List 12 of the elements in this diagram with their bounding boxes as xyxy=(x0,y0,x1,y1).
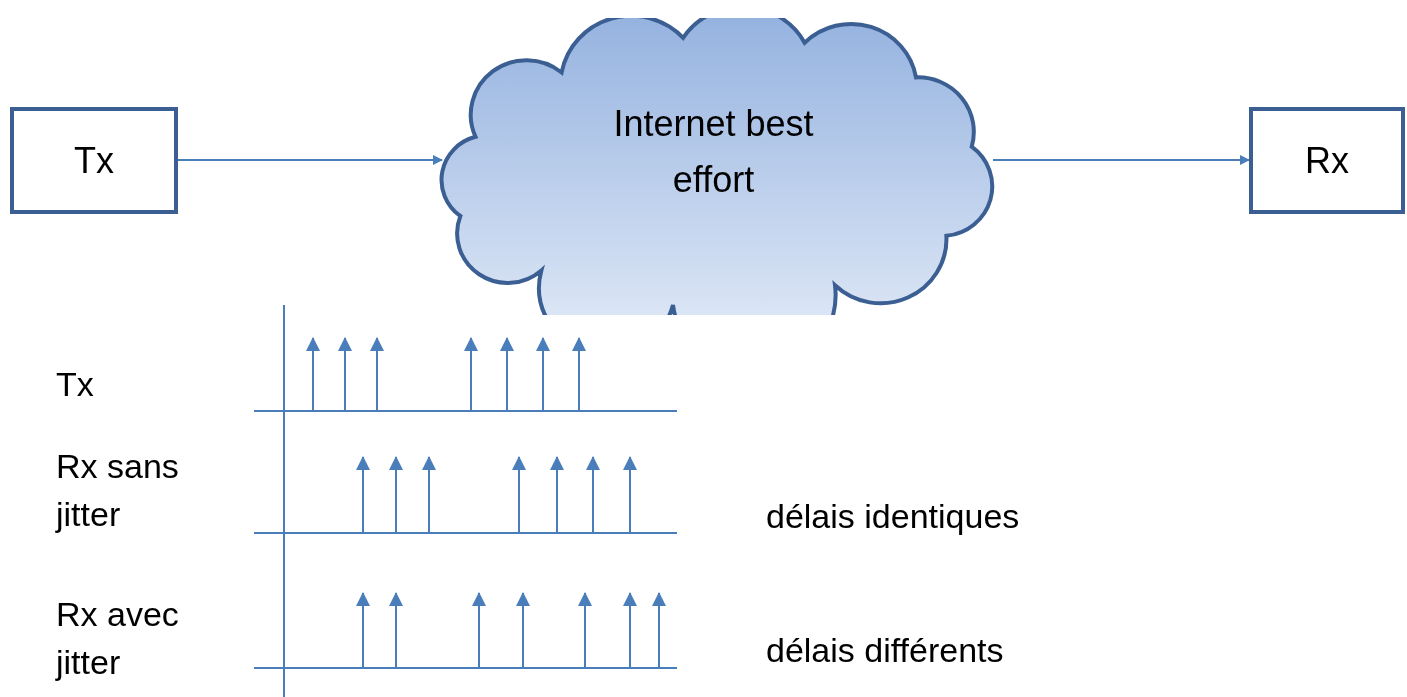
arrow xyxy=(992,155,1250,165)
node-label: Internet best effort xyxy=(612,101,815,202)
node-label: Rx xyxy=(1305,138,1349,183)
row-label: Rx avec jitter xyxy=(56,594,180,683)
row-label: Rx sans jitter xyxy=(56,446,180,535)
annotation-text: délais différents xyxy=(766,630,1004,671)
process-box xyxy=(1249,107,1405,214)
annotation-text: délais identiques xyxy=(766,496,1020,537)
node-label: Tx xyxy=(74,138,114,183)
process-box xyxy=(10,107,178,214)
row-label: Tx xyxy=(56,364,94,405)
arrow xyxy=(177,155,443,165)
